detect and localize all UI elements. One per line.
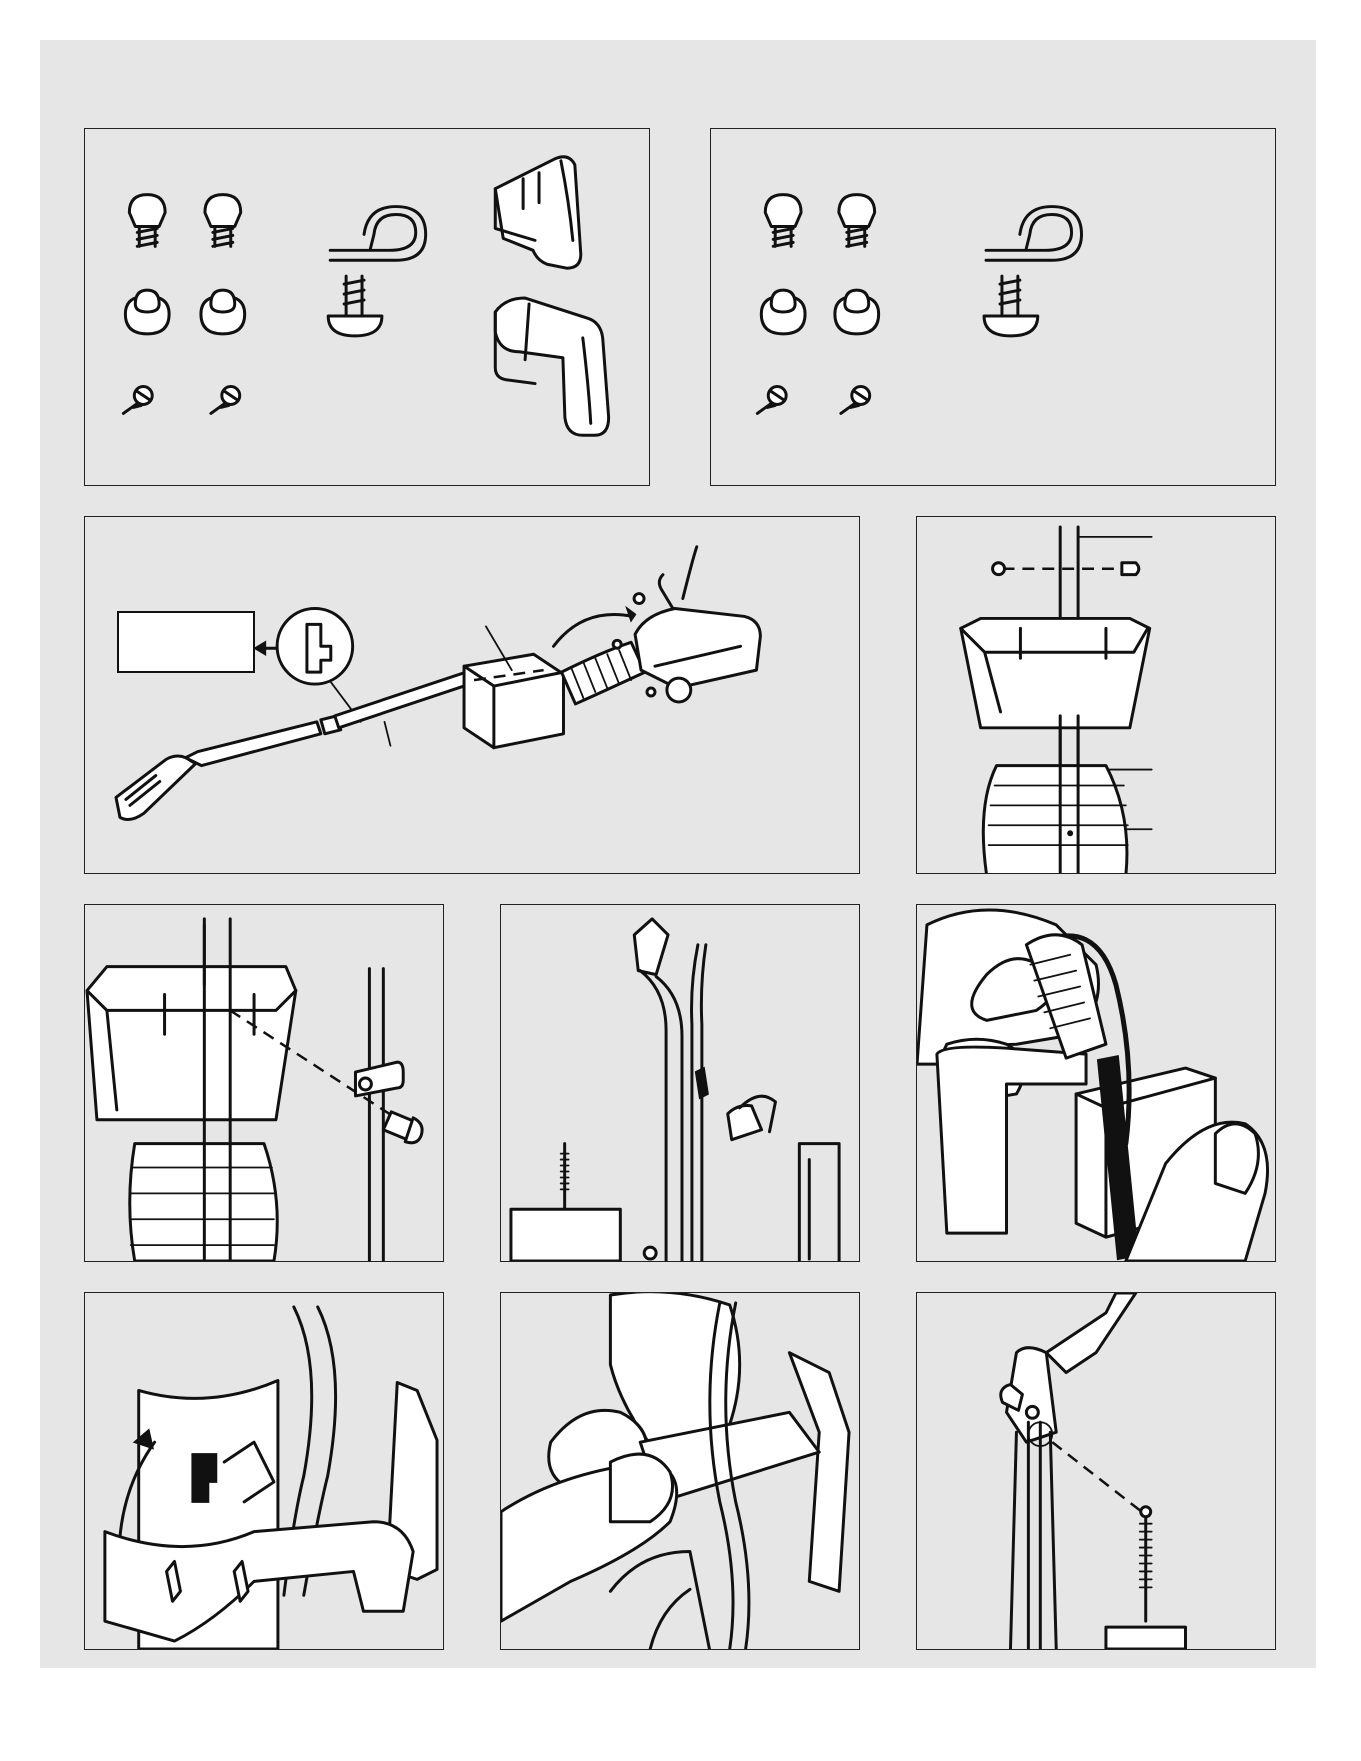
cord-clip-icon	[355, 1062, 403, 1096]
spring-icon	[1140, 1507, 1152, 1621]
panel-bag-collar-rotate	[84, 1292, 444, 1650]
panel-parts-kit-basic	[710, 128, 1276, 486]
bag-housing-icon	[961, 618, 1150, 727]
handle-bolt-detail-illustration	[917, 517, 1275, 873]
mushroom-screw-icon	[383, 1112, 422, 1143]
power-nozzle-icon	[613, 547, 760, 702]
cord-hook-snap-illustration	[501, 1293, 859, 1649]
handle-grip-icon	[1001, 1293, 1136, 1442]
overview-assembly-illustration	[85, 517, 859, 873]
handle-tube-icon	[634, 919, 682, 1261]
shoulder-bolt-icon	[205, 195, 241, 247]
wand-handle-icon	[116, 716, 341, 820]
magnifier-detail-icon	[277, 608, 361, 721]
cord-clip-attach-illustration	[85, 905, 443, 1261]
cord-clip-icon	[986, 207, 1081, 261]
handle-channel-icon	[799, 1144, 839, 1261]
hose-icon	[554, 608, 645, 703]
hose-into-bag-housing-illustration	[917, 905, 1275, 1261]
panel-overview-assembly	[84, 516, 860, 874]
bag-icon	[511, 1209, 620, 1261]
screw-icon	[757, 387, 786, 414]
panel-hose-into-bag-housing	[916, 904, 1276, 1262]
shoulder-bolt-icon	[839, 195, 875, 247]
bag-housing-icon	[87, 925, 296, 1120]
spring-attach-illustration	[917, 1293, 1275, 1649]
cord-icon	[369, 969, 383, 1261]
bag-icon	[1106, 1627, 1186, 1649]
mushroom-screw-icon	[984, 276, 1038, 336]
panel-cord-hook-snap	[500, 1292, 860, 1650]
bag-collar-rotate-illustration	[85, 1293, 443, 1649]
panel-parts-kit-with-hooks	[84, 128, 650, 486]
screw-icon	[211, 387, 240, 414]
parts-kit-basic-illustration	[711, 129, 1275, 485]
hand-icon	[501, 1454, 677, 1621]
cord-hook-attach-illustration	[501, 905, 859, 1261]
cord-hook-icon	[495, 157, 581, 268]
mushroom-screw-icon	[328, 276, 382, 336]
parts-kit-with-hooks-illustration	[85, 129, 649, 485]
grommet-icon	[761, 290, 805, 334]
panel-cord-hook-attach	[500, 904, 860, 1262]
screw-icon	[841, 387, 870, 414]
hose-icon	[983, 766, 1128, 873]
grommet-icon	[201, 290, 245, 334]
cord-hook-icon	[728, 1096, 776, 1140]
panel-cord-clip-attach	[84, 904, 444, 1262]
cord-icon	[692, 945, 706, 1261]
grommet-icon	[125, 290, 169, 334]
bolt-left-icon	[993, 563, 1005, 575]
screw-icon	[123, 387, 152, 414]
shoulder-bolt-icon	[129, 195, 165, 247]
panel-spring-attach	[916, 1292, 1276, 1650]
panel-handle-bolt-detail	[916, 516, 1276, 874]
bolt-right-icon	[1122, 563, 1139, 575]
grommet-icon	[835, 290, 879, 334]
bag-housing-icon	[464, 626, 563, 747]
spring-wire-icon	[1010, 1422, 1056, 1649]
instruction-sheet	[40, 40, 1316, 1668]
shoulder-bolt-icon	[765, 195, 801, 247]
cord-hook-icon	[495, 298, 608, 435]
cord-clip-icon	[330, 207, 425, 261]
